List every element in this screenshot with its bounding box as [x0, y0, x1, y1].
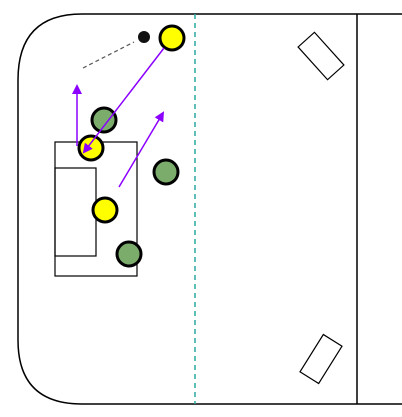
players-layer — [77, 24, 186, 268]
sub-box-top — [297, 31, 345, 81]
yellow-player-1[interactable] — [158, 24, 186, 52]
movement-arrow-diagonal — [118, 111, 165, 188]
yellow-player-2[interactable] — [77, 134, 105, 162]
sub-box-bottom — [299, 333, 343, 385]
goal-area-inner — [54, 167, 97, 257]
green-player-1[interactable] — [90, 106, 118, 134]
field-boundary — [17, 13, 402, 405]
green-player-3[interactable] — [115, 240, 143, 268]
movement-arrow-pass — [82, 47, 165, 154]
movement-arrows — [72, 47, 165, 188]
yellow-player-3[interactable] — [91, 196, 119, 224]
ball[interactable] — [138, 31, 150, 43]
green-player-2[interactable] — [152, 158, 180, 186]
pass-line — [82, 41, 135, 69]
